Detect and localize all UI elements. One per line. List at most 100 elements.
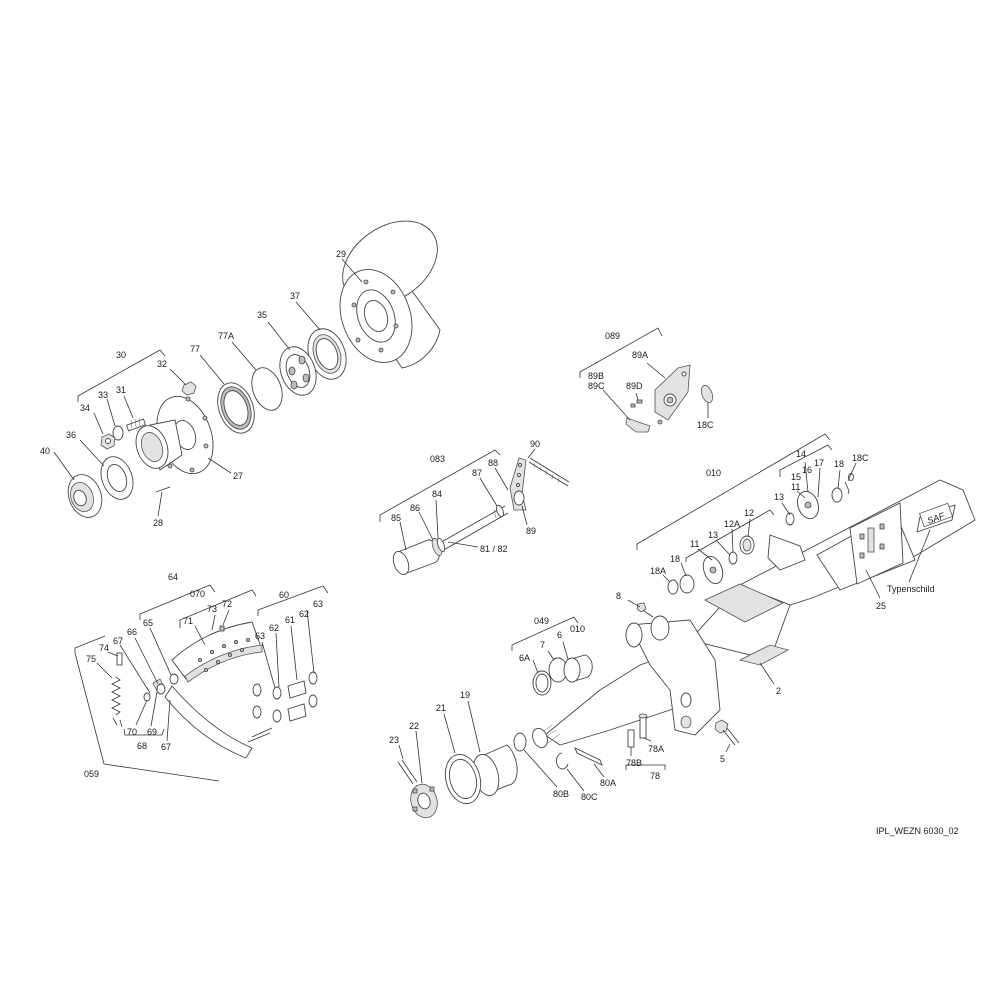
label-78: 78 bbox=[650, 771, 660, 781]
nameplate-label: Typenschild bbox=[887, 584, 935, 594]
label-30: 30 bbox=[116, 350, 126, 360]
label-12: 12 bbox=[744, 508, 754, 518]
hub-cap-part bbox=[67, 474, 103, 518]
label-27: 27 bbox=[233, 471, 243, 481]
label-64: 64 bbox=[168, 572, 178, 582]
label-89b: 89B bbox=[588, 371, 604, 381]
label-2: 2 bbox=[776, 686, 781, 696]
label-89a: 89A bbox=[632, 350, 648, 360]
hub-seal-part bbox=[217, 382, 255, 434]
label-78b: 78B bbox=[626, 758, 642, 768]
label-65: 65 bbox=[143, 618, 153, 628]
label-13-left: 13 bbox=[708, 530, 718, 540]
label-31: 31 bbox=[116, 385, 126, 395]
leader-lines bbox=[53, 258, 931, 792]
spindle-ring-part bbox=[444, 754, 482, 804]
cam-bearing-assembly bbox=[667, 473, 854, 595]
label-21: 21 bbox=[436, 703, 446, 713]
label-7: 7 bbox=[540, 640, 545, 650]
drawing-id: IPL_WEZN 6030_02 bbox=[876, 826, 959, 836]
label-23: 23 bbox=[389, 735, 399, 745]
label-28: 28 bbox=[153, 518, 163, 528]
label-77a: 77A bbox=[218, 331, 234, 341]
label-35: 35 bbox=[257, 310, 267, 320]
label-083: 083 bbox=[430, 454, 445, 464]
label-81-82: 81 / 82 bbox=[480, 544, 508, 554]
label-070: 070 bbox=[190, 589, 205, 599]
label-18c-right: 18C bbox=[852, 453, 869, 463]
axle-spindle-part bbox=[532, 615, 721, 749]
label-67-b: 67 bbox=[161, 742, 171, 752]
brake-shoe-assembly bbox=[164, 621, 273, 759]
group-brackets bbox=[74, 327, 833, 782]
shoe-roller-parts bbox=[272, 671, 318, 723]
label-32: 32 bbox=[157, 359, 167, 369]
label-13-right: 13 bbox=[774, 492, 784, 502]
label-5: 5 bbox=[720, 754, 725, 764]
axle-beam-part bbox=[689, 479, 976, 666]
label-18-left: 18 bbox=[670, 554, 680, 564]
label-33: 33 bbox=[98, 390, 108, 400]
label-059: 059 bbox=[84, 769, 99, 779]
label-74: 74 bbox=[99, 643, 109, 653]
label-18c-top: 18C bbox=[697, 420, 714, 430]
label-15: 15 bbox=[791, 472, 801, 482]
label-61: 61 bbox=[285, 615, 295, 625]
label-67-a: 67 bbox=[113, 636, 123, 646]
label-72: 72 bbox=[222, 599, 232, 609]
label-6: 6 bbox=[557, 630, 562, 640]
label-78a: 78A bbox=[648, 744, 664, 754]
label-29: 29 bbox=[336, 249, 346, 259]
outer-bearing-part bbox=[100, 456, 134, 500]
label-17: 17 bbox=[814, 458, 824, 468]
label-8: 8 bbox=[616, 591, 621, 601]
label-69: 69 bbox=[147, 727, 157, 737]
label-66: 66 bbox=[127, 627, 137, 637]
label-84: 84 bbox=[432, 489, 442, 499]
pin-part bbox=[155, 486, 171, 493]
label-73: 73 bbox=[207, 604, 217, 614]
label-70: 70 bbox=[127, 727, 137, 737]
brake-drum-part bbox=[339, 220, 441, 369]
label-11-left: 11 bbox=[690, 539, 699, 549]
label-68: 68 bbox=[137, 741, 147, 751]
bearing-part bbox=[279, 346, 317, 396]
label-88: 88 bbox=[488, 458, 498, 468]
label-86: 86 bbox=[410, 503, 420, 513]
label-18-right: 18 bbox=[834, 459, 844, 469]
label-87: 87 bbox=[472, 468, 482, 478]
label-40: 40 bbox=[40, 446, 50, 456]
label-6a: 6A bbox=[519, 653, 530, 663]
label-89d: 89D bbox=[626, 381, 643, 391]
label-36: 36 bbox=[66, 430, 76, 440]
castle-nut-part bbox=[410, 783, 438, 819]
nut-part bbox=[181, 381, 197, 396]
label-25: 25 bbox=[876, 601, 886, 611]
label-22: 22 bbox=[409, 721, 419, 731]
label-12a: 12A bbox=[724, 519, 740, 529]
label-16: 16 bbox=[802, 465, 812, 475]
label-80b: 80B bbox=[553, 789, 569, 799]
spindle-race-part bbox=[472, 744, 518, 796]
label-11-right: 11 bbox=[791, 482, 800, 492]
label-80a: 80A bbox=[600, 778, 616, 788]
label-14: 14 bbox=[796, 449, 806, 459]
label-77: 77 bbox=[190, 344, 200, 354]
callout-labels: 29 37 35 77A 77 30 32 31 33 34 36 40 27 … bbox=[40, 249, 886, 802]
label-80c: 80C bbox=[581, 792, 598, 802]
label-19: 19 bbox=[460, 690, 470, 700]
camshaft-assembly bbox=[392, 457, 570, 575]
label-62-b: 62 bbox=[299, 609, 309, 619]
label-010-mid: 010 bbox=[570, 624, 585, 634]
washer-part bbox=[112, 425, 124, 441]
label-89: 89 bbox=[526, 526, 536, 536]
label-85: 85 bbox=[391, 513, 401, 523]
retaining-clip-parts bbox=[513, 732, 603, 770]
label-90: 90 bbox=[530, 439, 540, 449]
label-63-a: 63 bbox=[255, 631, 265, 641]
label-37: 37 bbox=[290, 291, 300, 301]
wheel-stud-part bbox=[125, 417, 147, 432]
label-34: 34 bbox=[80, 403, 90, 413]
